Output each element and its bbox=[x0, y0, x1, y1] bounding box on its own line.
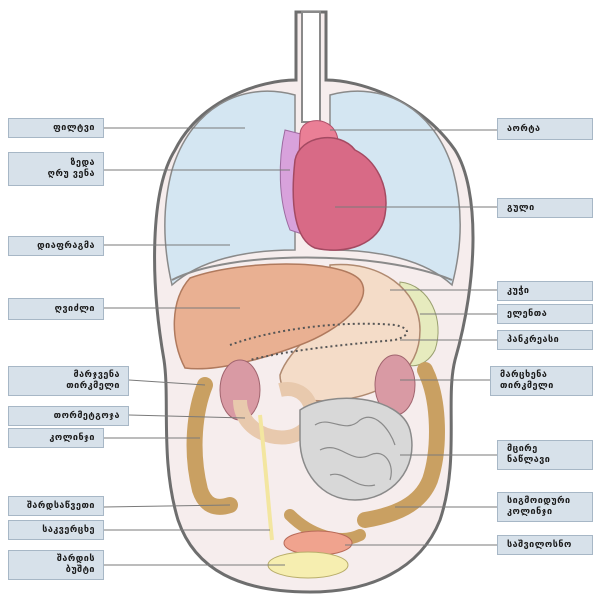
label-spleen: ელენთა bbox=[497, 304, 593, 324]
label-small-intestine: მცირე ნაწლავი bbox=[497, 440, 593, 470]
left-leader-lines bbox=[103, 127, 290, 566]
label-bladder-line1: შარდის bbox=[56, 554, 95, 564]
label-svc-line2: ღრუ ვენა bbox=[47, 169, 95, 179]
trachea bbox=[301, 11, 321, 123]
label-small-intestine-line2: ნაწლავი bbox=[507, 455, 551, 465]
label-svc: ზედა ღრუ ვენა bbox=[8, 152, 104, 186]
label-diaphragm: დიაფრაგმა bbox=[8, 236, 104, 256]
label-heart-text: გული bbox=[507, 203, 535, 213]
label-right-kidney-line1: მარჯვენა bbox=[73, 370, 120, 380]
label-diaphragm-text: დიაფრაგმა bbox=[37, 241, 95, 251]
label-liver: ღვიძლი bbox=[8, 298, 104, 320]
small-intestine-folds bbox=[314, 416, 396, 487]
liver-shape bbox=[173, 263, 365, 370]
ureter-shape bbox=[258, 414, 274, 541]
pancreas-outline bbox=[229, 322, 408, 361]
colon-right bbox=[357, 362, 445, 528]
label-pancreas: პანკრეასი bbox=[497, 330, 593, 350]
label-left-kidney-line1: მარცხენა bbox=[500, 370, 548, 380]
uterus-shape bbox=[283, 530, 353, 556]
label-stomach: კუჭი bbox=[497, 281, 593, 301]
label-colon: კოლინჯი bbox=[8, 428, 104, 448]
label-spleen-text: ელენთა bbox=[507, 309, 548, 319]
label-ureter-text: შარდსაწვეთი bbox=[26, 501, 95, 511]
label-small-intestine-line1: მცირე bbox=[507, 444, 538, 454]
label-duodenum: თორმეტგოჯა bbox=[8, 406, 129, 426]
label-sigmoid-colon-line2: კოლინჯი bbox=[507, 507, 553, 517]
label-bladder-line2: ბუშტი bbox=[65, 565, 95, 575]
label-uterus: საშვილოსნო bbox=[497, 535, 593, 555]
colon-left bbox=[186, 377, 238, 515]
label-svc-line1: ზედა bbox=[70, 158, 95, 168]
label-left-kidney-line2: თირკმელი bbox=[500, 381, 554, 391]
label-aorta-text: აორტა bbox=[507, 124, 541, 134]
label-uterus-text: საშვილოსნო bbox=[507, 540, 572, 550]
label-heart: გული bbox=[497, 198, 593, 218]
label-lungs-text: ფილტვი bbox=[53, 123, 95, 133]
label-ureter: შარდსაწვეთი bbox=[8, 496, 104, 516]
label-liver-text: ღვიძლი bbox=[54, 304, 95, 314]
right-leader-lines bbox=[330, 129, 497, 546]
label-ovary-text: საკვერცხე bbox=[42, 525, 95, 535]
small-intestine-shape bbox=[299, 397, 413, 501]
label-duodenum-text: თორმეტგოჯა bbox=[53, 411, 120, 421]
label-aorta: აორტა bbox=[497, 118, 593, 140]
heart-shape bbox=[292, 136, 387, 251]
label-ovary: საკვერცხე bbox=[8, 520, 104, 540]
label-right-kidney: მარჯვენა თირკმელი bbox=[8, 366, 129, 396]
label-stomach-text: კუჭი bbox=[507, 286, 530, 296]
label-sigmoid-colon-line1: სიგმოიდური bbox=[507, 496, 571, 506]
label-sigmoid-colon: სიგმოიდური კოლინჯი bbox=[497, 492, 593, 522]
label-lungs: ფილტვი bbox=[8, 118, 104, 138]
label-right-kidney-line2: თირკმელი bbox=[66, 381, 120, 391]
label-colon-text: კოლინჯი bbox=[49, 433, 95, 443]
label-bladder: შარდის ბუშტი bbox=[8, 550, 104, 580]
label-pancreas-text: პანკრეასი bbox=[507, 335, 560, 345]
left-lung bbox=[164, 90, 296, 287]
label-left-kidney: მარცხენა თირკმელი bbox=[490, 366, 593, 396]
diaphragm-line bbox=[171, 256, 453, 281]
